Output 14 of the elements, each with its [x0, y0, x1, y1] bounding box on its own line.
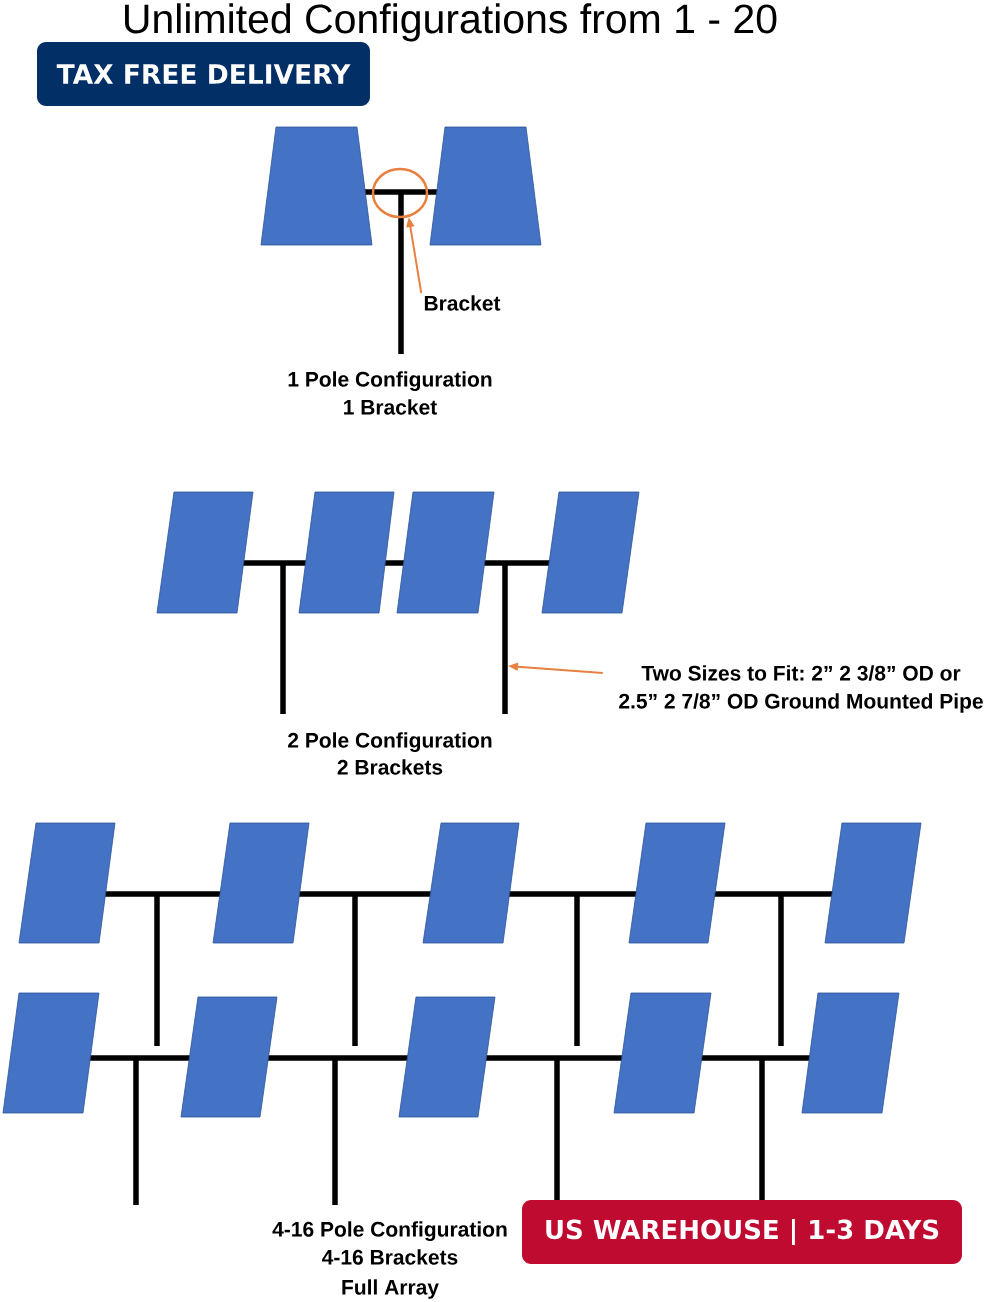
caption: 4-16 Brackets: [322, 1249, 458, 1265]
pole: [502, 563, 508, 714]
promo-banner: TAX FREE DELIVERY: [37, 42, 370, 106]
caption: 4-16 Pole Configuration: [272, 1221, 507, 1241]
caption: 1 Bracket: [344, 399, 437, 415]
title: Unlimited Configurations from 1 - 20: [125, 3, 777, 42]
callout-label: Two Sizes to Fit: 2” 2 3/8” OD or 2.5” 2 7/8” OD Ground Mounted Pipe: [619, 665, 983, 713]
caption: Full Array: [342, 1279, 439, 1299]
caption: 2 Pole Configuration: [288, 732, 492, 752]
highlight-circle: [371, 167, 429, 219]
caption: 1 Pole Configuration: [288, 371, 492, 391]
caption: 2 Brackets: [337, 759, 443, 775]
callout-label: Bracket: [424, 295, 501, 311]
promo-banner: US WAREHOUSE | 1-3 DAYS: [522, 1200, 962, 1264]
